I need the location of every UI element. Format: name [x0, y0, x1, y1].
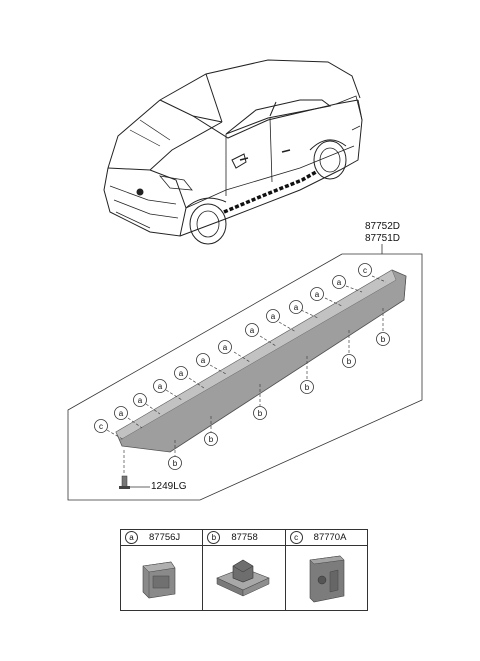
callout-a: a — [337, 278, 342, 287]
callout-b: b — [209, 435, 214, 444]
callout-b: b — [305, 383, 310, 392]
callout-a: a — [294, 303, 299, 312]
callout-a: a — [271, 312, 276, 321]
callout-a: a — [315, 290, 320, 299]
callout-b: b — [347, 357, 352, 366]
part-label-87751D: 87751D — [365, 233, 401, 244]
part-number-87756J: 87756J — [149, 532, 181, 543]
callout-b: b — [381, 335, 386, 344]
key-circle-b: b — [207, 531, 221, 544]
part-label-1249LG: 1249LG — [151, 481, 187, 492]
key-circle-c: c — [289, 531, 303, 544]
clip-callouts-b — [168, 332, 390, 470]
clip-a-image — [142, 561, 176, 599]
callout-a: a — [223, 343, 228, 352]
callout-a: a — [138, 396, 143, 405]
clip-b-image — [216, 559, 271, 597]
callout-c: c — [363, 266, 367, 275]
table-cell-b: b 87758 — [203, 530, 286, 610]
clip-parts-table: a 87756J b 87758 c 87770A — [120, 529, 368, 611]
clip-callouts-a — [114, 275, 346, 420]
callout-a: a — [250, 326, 255, 335]
callout-c: c — [99, 422, 103, 431]
car-illustration — [103, 59, 363, 245]
part-number-87770A: 87770A — [313, 532, 347, 543]
table-cell-c: c 87770A — [285, 530, 367, 610]
car-side-sill-highlight — [223, 170, 317, 214]
callout-a: a — [158, 382, 163, 391]
callout-a: a — [179, 369, 184, 378]
table-cell-a: a 87756J — [121, 530, 204, 610]
side-sill-molding — [115, 269, 407, 453]
clip-leader-lines — [106, 275, 387, 441]
clip-c-image — [309, 555, 345, 603]
callout-b: b — [173, 459, 178, 468]
clip-b-leader-lines — [123, 308, 384, 474]
key-circle-a: a — [125, 531, 138, 544]
screw-part — [119, 475, 150, 489]
callout-b: b — [258, 409, 263, 418]
part-label-87752D: 87752D — [365, 221, 401, 232]
callout-a: a — [119, 409, 124, 418]
callout-a: a — [201, 356, 206, 365]
part-number-87758: 87758 — [231, 532, 258, 543]
clip-callouts-c — [94, 263, 372, 433]
exploded-view-frame — [67, 253, 423, 501]
